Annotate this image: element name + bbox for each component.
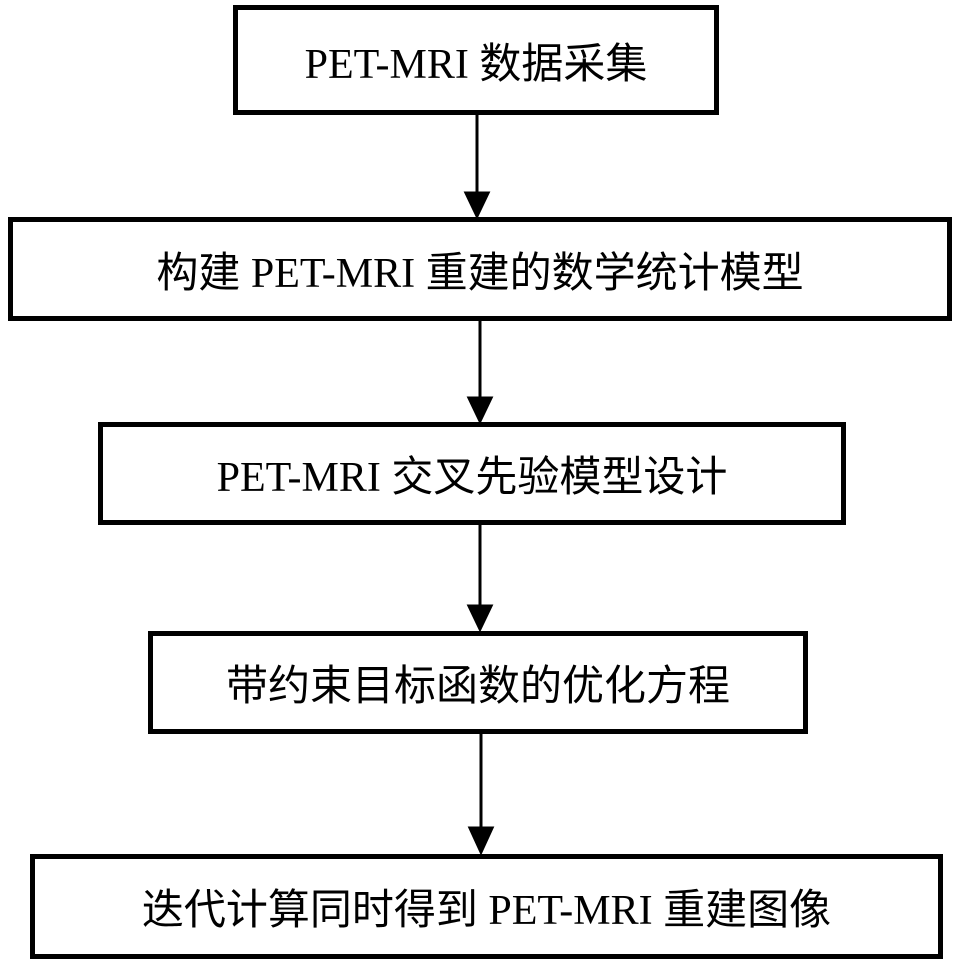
step-optimization-equation: 带约束目标函数的优化方程 bbox=[148, 631, 808, 734]
arrowhead-4 bbox=[467, 826, 495, 856]
step-data-acquisition: PET-MRI 数据采集 bbox=[233, 5, 719, 115]
arrowhead-2 bbox=[466, 396, 494, 425]
arrowhead-1 bbox=[463, 191, 491, 220]
step-iterative-reconstruction: 迭代计算同时得到 PET-MRI 重建图像 bbox=[30, 854, 943, 959]
arrowhead-3 bbox=[466, 604, 494, 633]
step-statistical-model: 构建 PET-MRI 重建的数学统计模型 bbox=[8, 217, 952, 321]
step-cross-prior-model: PET-MRI 交叉先验模型设计 bbox=[98, 422, 846, 525]
